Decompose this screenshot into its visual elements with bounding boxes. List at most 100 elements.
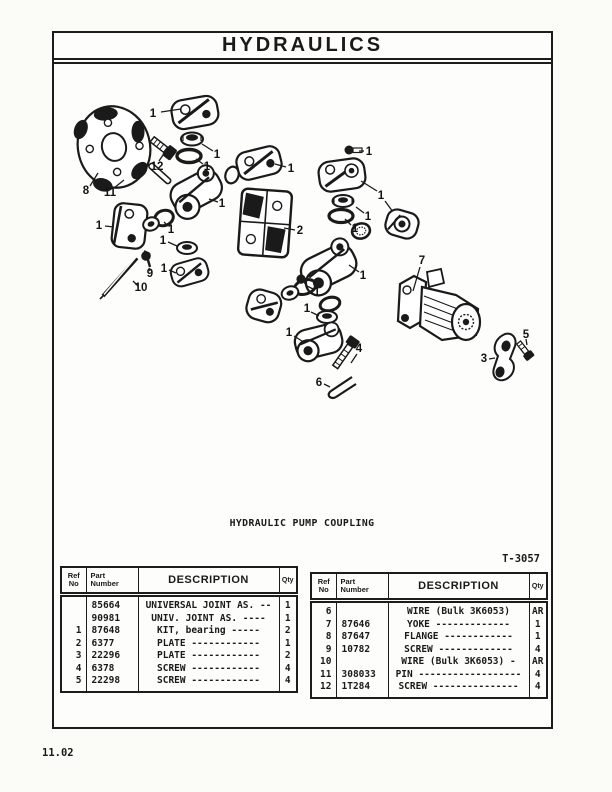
coupling-disc-flange	[73, 105, 152, 192]
part-number-cell: 10782	[336, 643, 389, 656]
callout-leader-line	[355, 206, 365, 214]
seal-ring	[350, 222, 372, 240]
description-cell: PLATE ------------	[138, 637, 280, 650]
callout-leader-line	[195, 158, 204, 165]
description-cell: PIN ------------------	[388, 668, 530, 681]
part-number-cell: 22298	[86, 675, 139, 692]
bearing-cap	[245, 288, 283, 324]
ref-no-cell: 2	[61, 637, 87, 650]
part-number-cell: 22296	[86, 650, 139, 663]
callout-number: 6	[316, 377, 322, 389]
retainer-nut	[176, 241, 198, 255]
description-cell: SCREW ------------	[138, 662, 280, 675]
callout-number: 9	[147, 268, 153, 280]
callout-number: 1	[378, 190, 385, 202]
retainer-nut	[180, 131, 204, 147]
part-number-cell: 87646	[336, 618, 389, 631]
qty-cell: 4	[284, 662, 291, 674]
ref-no-cell	[61, 594, 87, 613]
page-number: 11.02	[42, 747, 74, 759]
qty-cell: 1	[284, 600, 291, 611]
callout-number: 11	[104, 187, 117, 199]
callout-number: 1	[314, 287, 321, 299]
ref-no-cell: 3	[61, 650, 87, 663]
description-cell: FLANGE ------------	[388, 631, 530, 644]
seal-ring	[142, 216, 160, 232]
callout-leader-line	[163, 221, 169, 227]
callout-leader-line	[488, 357, 496, 360]
ref-no-cell: 4	[61, 662, 87, 675]
callout-leader-line	[274, 163, 287, 168]
callout-leader-line	[344, 218, 352, 226]
part-number-cell	[336, 656, 389, 669]
pin	[148, 162, 172, 185]
callout-leader-line	[306, 285, 314, 290]
callout-number: 12	[151, 161, 164, 173]
o-ring	[175, 147, 203, 165]
bolt	[331, 335, 360, 370]
part-number-cell: 85664	[86, 594, 139, 613]
description-cell: SCREW -------------	[388, 643, 530, 656]
part-number-cell: 6378	[86, 662, 139, 675]
part-number-cell: 1T284	[336, 681, 389, 698]
callout-number: 2	[297, 225, 303, 237]
ref-no-cell: 9	[311, 643, 337, 656]
callout-leader-line	[160, 108, 182, 113]
lock-wire	[99, 256, 139, 300]
screw	[141, 250, 152, 268]
callout-number: 4	[356, 343, 363, 355]
description-cell: SCREW ---------------	[388, 681, 530, 698]
cap-screw	[149, 135, 177, 161]
qty-header: Qty	[529, 573, 547, 603]
callout-leader-line	[360, 180, 378, 192]
ref-no-cell: 6	[311, 600, 337, 619]
qty-header: Qty	[279, 567, 297, 597]
description-header: DESCRIPTION	[138, 567, 280, 597]
callout-leader-line	[89, 172, 99, 187]
o-ring	[327, 207, 355, 225]
part-number-cell: 6377	[86, 637, 139, 650]
callout-leader-line	[201, 143, 214, 152]
bearing-cap	[317, 157, 367, 193]
description-cell: PLATE ------------	[138, 650, 280, 663]
ref-no-cell: 7	[311, 618, 337, 631]
description-header: DESCRIPTION	[388, 573, 530, 603]
qty-cell: 4	[534, 643, 541, 655]
figure-caption: HYDRAULIC PUMP COUPLING	[229, 518, 375, 529]
qty-cell: 1	[284, 637, 291, 649]
bearing-cap	[235, 145, 283, 181]
callout-leader-line	[293, 335, 303, 342]
seal-ring	[280, 285, 300, 301]
qty-cell: 1	[284, 612, 291, 624]
callout-number: 1	[366, 146, 373, 158]
callout-number: 1	[161, 263, 168, 275]
universal-joint-yoke	[169, 164, 223, 220]
callout-leader-line	[412, 266, 421, 292]
callout-number: 1	[96, 220, 103, 232]
screw	[515, 340, 535, 361]
description-cell: UNIV. JOINT AS. ----	[138, 612, 280, 625]
ref-no-cell: 8	[311, 631, 337, 644]
callout-number: 1	[150, 108, 157, 120]
description-cell: KIT, bearing -----	[138, 625, 280, 638]
callout-number: 1	[352, 223, 359, 235]
part-number-cell: 90981	[86, 612, 139, 625]
qty-cell: 4	[284, 675, 291, 686]
callout-number: 1	[214, 149, 221, 161]
bolt	[344, 145, 363, 155]
qty-cell: 2	[284, 625, 291, 636]
